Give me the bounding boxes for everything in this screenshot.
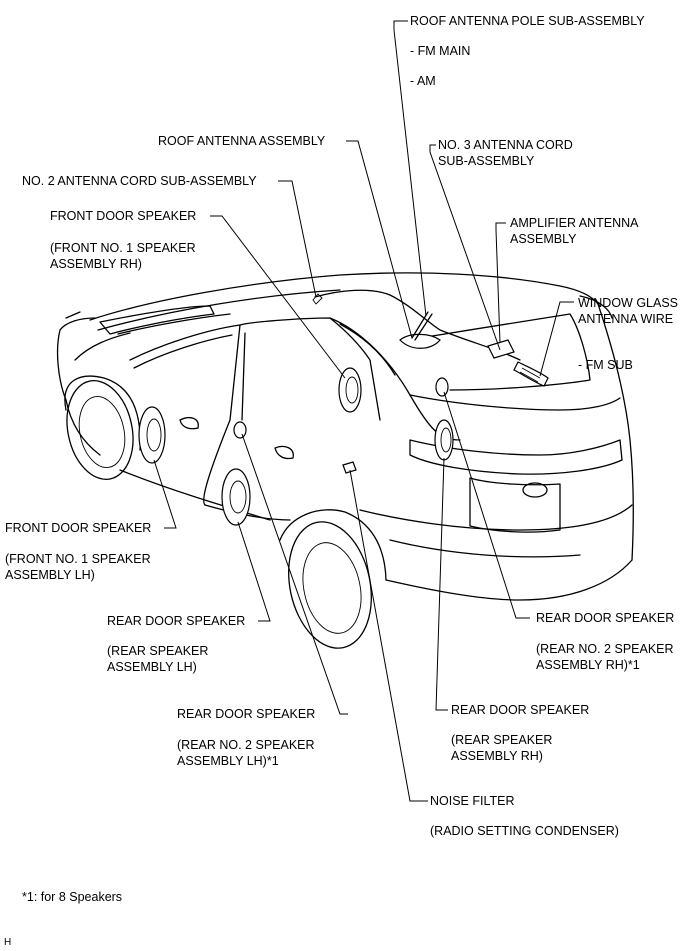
label-rear-door-speaker-lh-no2: REAR DOOR SPEAKER (177, 707, 316, 721)
label-rear-door-speaker-lh: REAR DOOR SPEAKER (107, 614, 246, 628)
label-rear-rh-sub1: (REAR SPEAKER (451, 733, 553, 747)
label-rear-rh2-sub1: (REAR NO. 2 SPEAKER (536, 642, 674, 656)
label-no2-antenna-cord: NO. 2 ANTENNA CORD SUB-ASSEMBLY (22, 174, 257, 188)
speakers (138, 367, 454, 526)
label-rear-rh-sub2: ASSEMBLY RH) (451, 749, 543, 763)
label-window-glass-line1: WINDOW GLASS (578, 296, 679, 310)
footnote: *1: for 8 Speakers (22, 890, 123, 904)
label-rear-door-speaker-rh-no2: REAR DOOR SPEAKER (536, 611, 675, 625)
label-front-lh-sub2: ASSEMBLY LH) (5, 568, 95, 582)
label-amplifier-line1: AMPLIFIER ANTENNA (510, 216, 639, 230)
label-window-glass-line2: ANTENNA WIRE (578, 312, 674, 326)
label-front-door-speaker-lh: FRONT DOOR SPEAKER (5, 521, 152, 535)
label-no3-cord-line1: NO. 3 ANTENNA CORD (438, 138, 573, 152)
car-body (56, 272, 634, 649)
label-no3-cord-line2: SUB-ASSEMBLY (438, 154, 535, 168)
label-roof-antenna-assembly: ROOF ANTENNA ASSEMBLY (158, 134, 326, 148)
label-amplifier-line2: ASSEMBLY (510, 232, 577, 246)
label-front-rh-sub1: (FRONT NO. 1 SPEAKER (50, 241, 196, 255)
speaker-rear-rh (434, 419, 454, 461)
speaker-rear-lh-no2 (233, 421, 247, 439)
noise-filter (342, 461, 357, 474)
speaker-rear-rh-no2 (435, 377, 449, 397)
speaker-rear-lh (221, 468, 251, 526)
corner-mark: H (4, 937, 12, 948)
leader-lines (153, 20, 574, 802)
label-rear-lh2-sub1: (REAR NO. 2 SPEAKER (177, 738, 315, 752)
label-rear-lh2-sub2: ASSEMBLY LH)*1 (177, 754, 279, 768)
label-front-lh-sub1: (FRONT NO. 1 SPEAKER (5, 552, 151, 566)
label-rear-lh-sub2: ASSEMBLY LH) (107, 660, 197, 674)
label-noise-filter-sub: (RADIO SETTING CONDENSER) (430, 824, 619, 838)
label-rear-rh2-sub2: ASSEMBLY RH)*1 (536, 658, 640, 672)
label-fm-main: - FM MAIN (410, 44, 471, 58)
label-rear-lh-sub1: (REAR SPEAKER (107, 644, 209, 658)
label-am: - AM (410, 74, 436, 88)
label-front-door-speaker-rh: FRONT DOOR SPEAKER (50, 209, 197, 223)
antenna-wiring (312, 289, 549, 387)
label-noise-filter: NOISE FILTER (430, 794, 515, 808)
label-front-rh-sub2: ASSEMBLY RH) (50, 257, 142, 271)
label-rear-door-speaker-rh: REAR DOOR SPEAKER (451, 703, 590, 717)
label-fm-sub: - FM SUB (578, 358, 633, 372)
label-roof-antenna-pole: ROOF ANTENNA POLE SUB-ASSEMBLY (410, 14, 645, 28)
speaker-front-lh (138, 406, 166, 464)
